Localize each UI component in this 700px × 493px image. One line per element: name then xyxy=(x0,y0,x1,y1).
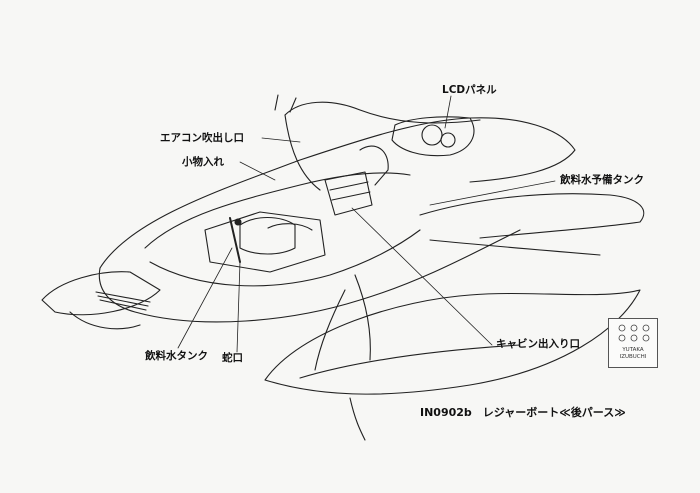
artist-stamp: YUTAKA IZUBUCHI xyxy=(608,318,658,368)
leader-lines xyxy=(177,95,556,353)
boat-hull xyxy=(41,117,645,441)
label-cabin-entrance: キャビン出入り口 xyxy=(496,338,580,350)
label-spare-water-tank: 飲料水予備タンク xyxy=(560,174,644,186)
stamp-line-2: IZUBUCHI xyxy=(619,354,647,360)
stamp-pattern xyxy=(618,324,650,342)
stamp-line-1: YUTAKA xyxy=(622,347,644,353)
label-lcd-panel: LCDパネル xyxy=(442,84,497,96)
cabin-canopy xyxy=(274,94,481,191)
label-water-tank: 飲料水タンク xyxy=(145,350,208,362)
cockpit-seats xyxy=(204,145,389,273)
drawing-caption: IN0902b レジャーボート≪後パース≫ xyxy=(420,406,626,419)
label-aircon-outlet: エアコン吹出し口 xyxy=(160,132,244,144)
label-faucet: 蛇口 xyxy=(222,352,243,364)
label-small-storage: 小物入れ xyxy=(182,156,224,168)
